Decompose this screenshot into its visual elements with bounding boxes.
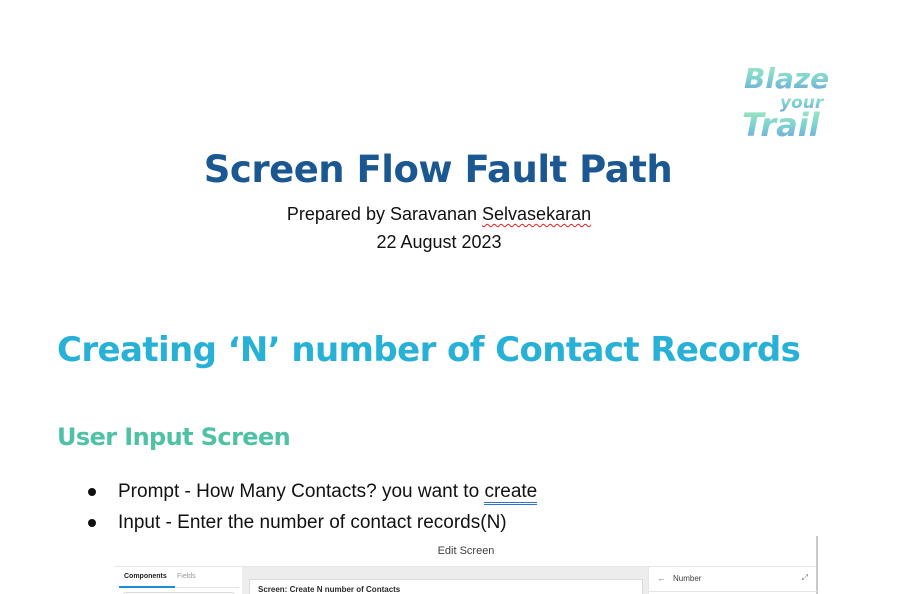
svg-text:Blaze: Blaze	[744, 62, 829, 95]
screen-card-title: Screen: Create N number of Contacts	[258, 585, 401, 594]
edit-screen-title: Edit Screen	[437, 545, 495, 557]
screen-canvas: Screen: Create N number of Contacts	[242, 567, 648, 594]
properties-panel: ← Number ⤢	[648, 567, 817, 594]
tab-fields[interactable]: Fields	[177, 573, 196, 580]
prepared-by: Prepared by Saravanan Selvasekaran	[0, 204, 878, 225]
properties-title: Number	[673, 574, 702, 583]
active-tab-indicator	[119, 586, 175, 588]
svg-text:your: your	[780, 93, 825, 113]
list-item: Prompt - How Many Contacts? you want to …	[88, 476, 538, 507]
blaze-your-trail-logo: Blaze your Trail	[742, 62, 829, 142]
bullet-list: Prompt - How Many Contacts? you want to …	[88, 476, 538, 538]
document-date: 22 August 2023	[376, 232, 502, 252]
screen-card[interactable]: Screen: Create N number of Contacts	[249, 579, 643, 594]
document-title: Screen Flow Fault Path	[203, 148, 673, 191]
section-subheading: User Input Screen	[57, 423, 291, 451]
svg-text:Trail: Trail	[742, 106, 821, 142]
spellcheck-word[interactable]: Selvasekaran	[482, 204, 592, 224]
section-heading: Creating ‘N’ number of Contact Records	[57, 330, 801, 370]
bullet-icon	[88, 488, 96, 496]
back-arrow-icon[interactable]: ←	[657, 573, 666, 583]
edit-screen-body: Components Fields Screen: Create N numbe…	[114, 566, 817, 594]
scrollbar-edge	[816, 536, 818, 594]
prepared-by-prefix: Prepared by Saravanan	[286, 204, 483, 224]
list-item: Input - Enter the number of contact reco…	[88, 507, 537, 538]
properties-divider	[649, 591, 817, 592]
component-search-input[interactable]	[123, 592, 235, 594]
embedded-edit-screen-image: Edit Screen Components Fields Screen: Cr…	[114, 536, 818, 594]
tab-components[interactable]: Components	[124, 573, 167, 580]
bullet-icon	[88, 519, 96, 527]
tab-divider	[119, 587, 239, 588]
components-panel: Components Fields	[114, 567, 242, 594]
grammar-flagged-word[interactable]: create	[484, 481, 538, 505]
expand-icon[interactable]: ⤢	[801, 573, 808, 582]
